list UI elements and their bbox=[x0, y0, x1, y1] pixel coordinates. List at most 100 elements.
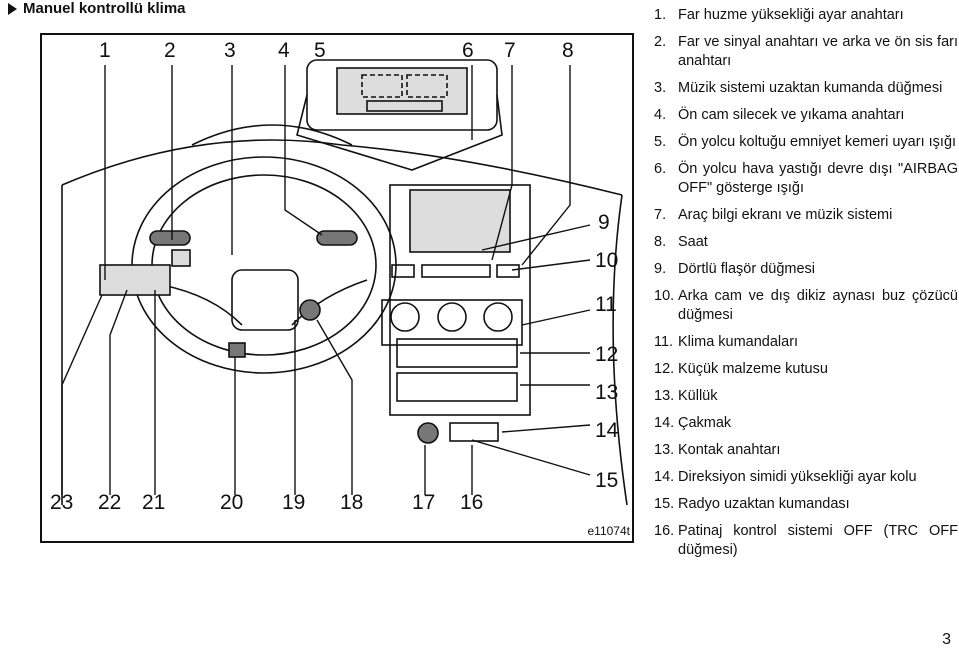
legend-item-number: 9. bbox=[654, 261, 667, 277]
legend-item-number: 10. bbox=[654, 288, 675, 304]
legend-item: 8.Saat bbox=[654, 233, 958, 252]
callout-number: 21 bbox=[142, 491, 166, 514]
legend-item-text: Araç bilgi ekranı ve müzik sistemi bbox=[678, 207, 893, 223]
leader-9 bbox=[481, 224, 591, 251]
legend-item: 14.Çakmak bbox=[654, 414, 958, 433]
ashtray bbox=[396, 372, 518, 402]
callout-number: 19 bbox=[282, 491, 306, 514]
legend-item-text: Ön cam silecek ve yıkama anahtarı bbox=[678, 107, 905, 123]
leader-18 bbox=[316, 319, 353, 495]
callout-number: 16 bbox=[460, 491, 484, 514]
legend-item: 9. Dörtlü flaşör düğmesi bbox=[654, 260, 958, 279]
callout-number: 20 bbox=[220, 491, 244, 514]
leader-14 bbox=[501, 424, 591, 433]
defog-button bbox=[496, 264, 520, 278]
dash-top-curve bbox=[61, 139, 623, 196]
figure-code: e11074t bbox=[587, 524, 631, 538]
callout-number: 23 bbox=[50, 491, 74, 514]
leader-23 bbox=[61, 294, 103, 495]
trc-buttons bbox=[449, 422, 499, 442]
leader-15 bbox=[471, 439, 591, 476]
steering-hub bbox=[231, 269, 299, 331]
legend-item-text: Radyo uzaktan kumandası bbox=[678, 496, 850, 512]
leader-8 bbox=[521, 65, 571, 266]
legend-item-number: 12. bbox=[654, 361, 675, 377]
steering-spoke-left bbox=[161, 284, 243, 326]
callout-number: 9 bbox=[598, 211, 610, 234]
leader-7 bbox=[491, 65, 513, 261]
legend-item-number: 15. bbox=[654, 496, 675, 512]
page-number: 3 bbox=[942, 631, 951, 648]
legend-item: 12.Küçük malzeme kutusu bbox=[654, 360, 958, 379]
legend-item-text: Far huzme yüksekliği ayar anahtarı bbox=[678, 7, 904, 23]
remote-buttons bbox=[171, 249, 191, 267]
legend-item: 10.Arka cam ve dış dikiz aynası buz çözü… bbox=[654, 287, 958, 325]
center-display bbox=[409, 189, 511, 253]
legend-item-number: 2. bbox=[654, 34, 667, 50]
storage-box bbox=[396, 338, 518, 368]
callout-number: 1 bbox=[99, 39, 111, 62]
leader-22 bbox=[109, 289, 128, 495]
legend-item: 6. Ön yolcu hava yastığı devre dışı "AIRB… bbox=[654, 160, 958, 198]
callout-number: 22 bbox=[98, 491, 122, 514]
callout-number: 6 bbox=[462, 39, 474, 62]
legend-item: 7. Araç bilgi ekranı ve müzik sistemi bbox=[654, 206, 958, 225]
legend-item-text: Klima kumandaları bbox=[678, 334, 799, 350]
left-stalk bbox=[149, 230, 191, 246]
callout-number: 11 bbox=[595, 293, 617, 316]
section-title: Manuel kontrollü klima bbox=[8, 0, 186, 18]
legend-item: 4. Ön cam silecek ve yıkama anahtarı bbox=[654, 106, 958, 125]
legend-item-number: 1. bbox=[654, 7, 667, 23]
leader-11 bbox=[521, 309, 591, 326]
legend-item: 14.Direksiyon simidi yüksekliği ayar kol… bbox=[654, 468, 958, 487]
legend-item-number: 14. bbox=[654, 415, 675, 431]
callout-number: 15 bbox=[595, 469, 619, 492]
legend-item: 1. Far huzme yüksekliği ayar anahtarı bbox=[654, 6, 958, 25]
legend-item-number: 5. bbox=[654, 134, 667, 150]
legend-item: 3.Müzik sistemi uzaktan kumanda düğmesi bbox=[654, 79, 958, 98]
legend-item-number: 4. bbox=[654, 107, 667, 123]
cigarette-lighter bbox=[417, 422, 439, 444]
callout-number: 5 bbox=[314, 39, 326, 62]
dash-right-edge bbox=[612, 194, 628, 506]
legend-item: 13.Küllük bbox=[654, 387, 958, 406]
callout-number: 3 bbox=[224, 39, 236, 62]
legend-item-text: Dörtlü flaşör düğmesi bbox=[678, 261, 815, 277]
legend-item-text: Çakmak bbox=[678, 415, 732, 431]
legend-item-number: 6. bbox=[654, 161, 667, 177]
callout-number: 10 bbox=[595, 249, 619, 272]
ac-panel bbox=[381, 299, 523, 346]
ac-knob-left bbox=[390, 302, 420, 332]
legend-item: 5. Ön yolcu koltuğu emniyet kemeri uyarı … bbox=[654, 133, 958, 152]
instrument-hood bbox=[191, 124, 353, 146]
callout-number: 2 bbox=[164, 39, 176, 62]
legend-item: 16.Patinaj kontrol sistemi OFF (TRC OFF … bbox=[654, 522, 958, 560]
legend-item-text: Ön yolcu hava yastığı devre dışı "AIRBAG… bbox=[678, 161, 958, 196]
legend-item: 13.Kontak anahtarı bbox=[654, 441, 958, 460]
section-title-text: Manuel kontrollü klima bbox=[23, 0, 186, 17]
callout-number: 12 bbox=[595, 343, 619, 366]
ignition-switch bbox=[299, 299, 321, 321]
callout-number: 17 bbox=[412, 491, 436, 514]
legend-item-text: Küllük bbox=[678, 388, 718, 404]
legend-item: 15.Radyo uzaktan kumandası bbox=[654, 495, 958, 514]
legend-item-text: Arka cam ve dış dikiz aynası buz çözücü … bbox=[678, 288, 958, 323]
callout-number: 13 bbox=[595, 381, 619, 404]
legend-item: 2.Far ve sinyal anahtarı ve arka ve ön s… bbox=[654, 33, 958, 71]
legend-list: 1. Far huzme yüksekliği ayar anahtarı 2.Fa… bbox=[654, 6, 958, 568]
legend-item-text: Saat bbox=[678, 234, 708, 250]
hazard-button bbox=[391, 264, 415, 278]
legend-item-number: 13. bbox=[654, 388, 675, 404]
callout-number: 7 bbox=[504, 39, 516, 62]
leader-4 bbox=[284, 65, 323, 236]
ac-knob-right bbox=[483, 302, 513, 332]
left-switch-panel bbox=[99, 264, 171, 296]
callout-connector bbox=[296, 94, 503, 171]
clock bbox=[421, 264, 491, 278]
callout-number: 14 bbox=[595, 419, 619, 442]
legend-item-number: 7. bbox=[654, 207, 667, 223]
triangle-bullet-icon bbox=[8, 3, 17, 15]
legend-item-text: Ön yolcu koltuğu emniyet kemeri uyarı ış… bbox=[678, 134, 957, 150]
indicator-left bbox=[361, 74, 403, 98]
